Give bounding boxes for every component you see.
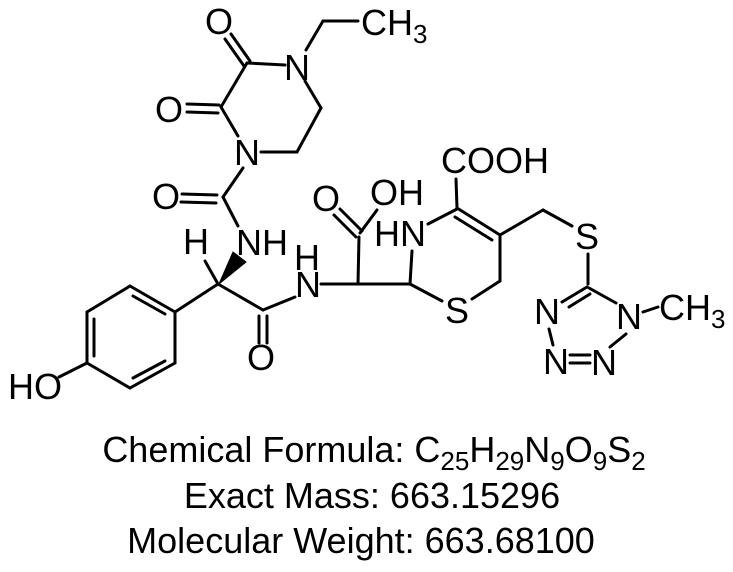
exact-mass-line: Exact Mass: 663.15296 (184, 475, 560, 516)
atom-label-piperazine-o-top: O (205, 1, 233, 42)
atom-label-amide-o: O (247, 337, 275, 378)
bond (303, 79, 323, 110)
bond (295, 106, 323, 154)
molecular-weight-line: Molecular Weight: 663.68100 (127, 520, 595, 561)
atom-label-phenol-ho: HO (8, 366, 62, 407)
bond (408, 249, 414, 286)
atom-label-ring-hn: HN (374, 213, 426, 254)
double-bond (131, 359, 167, 380)
atom-label-amide-n: N (295, 264, 321, 305)
atom-label-ring-s: S (445, 290, 469, 331)
wedge-bond (218, 251, 247, 285)
tetrazole-ring (547, 285, 660, 365)
bond (85, 361, 132, 390)
bond (304, 19, 325, 52)
bond (216, 282, 265, 312)
double-bond (332, 213, 358, 239)
bond-to-oh (57, 361, 89, 379)
atom-label-ethyl-ch3: CH3 (361, 2, 427, 49)
atom-label-tetrazole-n1: N (616, 296, 642, 337)
atom-label-piperazine-n-acyl: N (234, 132, 260, 173)
stereocenter-bonds (173, 251, 265, 314)
bond (261, 295, 297, 312)
atom-label-stereo-h: H (183, 221, 209, 262)
double-bond (560, 285, 589, 304)
double-bond (180, 192, 219, 197)
dihydrothiazine-ring (356, 177, 502, 303)
bond (173, 282, 220, 314)
bond (85, 284, 132, 314)
double-bond (453, 215, 494, 242)
bond (426, 207, 459, 226)
chemical-formula-line: Chemical Formula: C25H29N9O9S2 (102, 429, 645, 476)
bond (587, 286, 618, 305)
bond (221, 166, 245, 199)
bond (608, 332, 628, 349)
atom-label-urea-o: O (152, 176, 180, 217)
atom-label-thioether-s: S (575, 216, 599, 257)
double-bond (338, 207, 364, 233)
bond (358, 208, 379, 235)
double-bond (229, 32, 252, 63)
atom-label-acid-oh: OH (370, 172, 424, 213)
bond (470, 279, 502, 301)
phenol-ring (57, 284, 177, 390)
bond (128, 284, 177, 314)
atom-label-tetrazole-n-ch3: CH3 (659, 287, 725, 334)
double-bond (131, 294, 167, 316)
atom-label-tetrazole-n3: N (543, 341, 569, 382)
atom-label-piperazine-n-ethyl: N (284, 47, 310, 88)
bond (219, 105, 240, 138)
alpha-cooh-group (332, 207, 379, 286)
bond-to-h (203, 259, 220, 286)
double-bond (185, 102, 221, 107)
double-bond (455, 206, 502, 237)
ethyl-group (304, 19, 360, 52)
atom-label-acid-o: O (312, 178, 340, 219)
atom-label-amide-h: H (294, 237, 320, 278)
bond (219, 61, 249, 109)
bond (128, 361, 177, 390)
atom-label-piperazine-o-left: O (155, 89, 183, 130)
urea-linkage (179, 166, 245, 228)
bond (245, 61, 287, 67)
atom-labels: O N CH3 O N O NH H HO O H N O OH HN COOH… (8, 1, 725, 407)
bond (541, 208, 574, 228)
bond (408, 282, 444, 303)
atom-label-urea-nh: NH (236, 222, 288, 263)
double-bond (223, 37, 246, 68)
atom-label-tetrazole-n2: N (534, 291, 560, 332)
bond (498, 208, 545, 237)
atom-label-tetrazole-n4: N (591, 342, 617, 383)
bond (454, 177, 459, 210)
bond (547, 327, 555, 347)
bond (221, 195, 240, 228)
double-bond (179, 200, 218, 205)
thioether-linker (498, 208, 590, 286)
bond-n-methyl (641, 305, 660, 314)
bond (356, 235, 361, 286)
caption: Chemical Formula: C25H29N9O9S2 Exact Mas… (102, 429, 645, 561)
piperazine-dione-ring (185, 32, 323, 154)
double-bond (185, 110, 220, 115)
double-bond (567, 292, 592, 309)
atom-label-cooh: COOH (441, 140, 549, 181)
amide-bond (257, 282, 360, 345)
